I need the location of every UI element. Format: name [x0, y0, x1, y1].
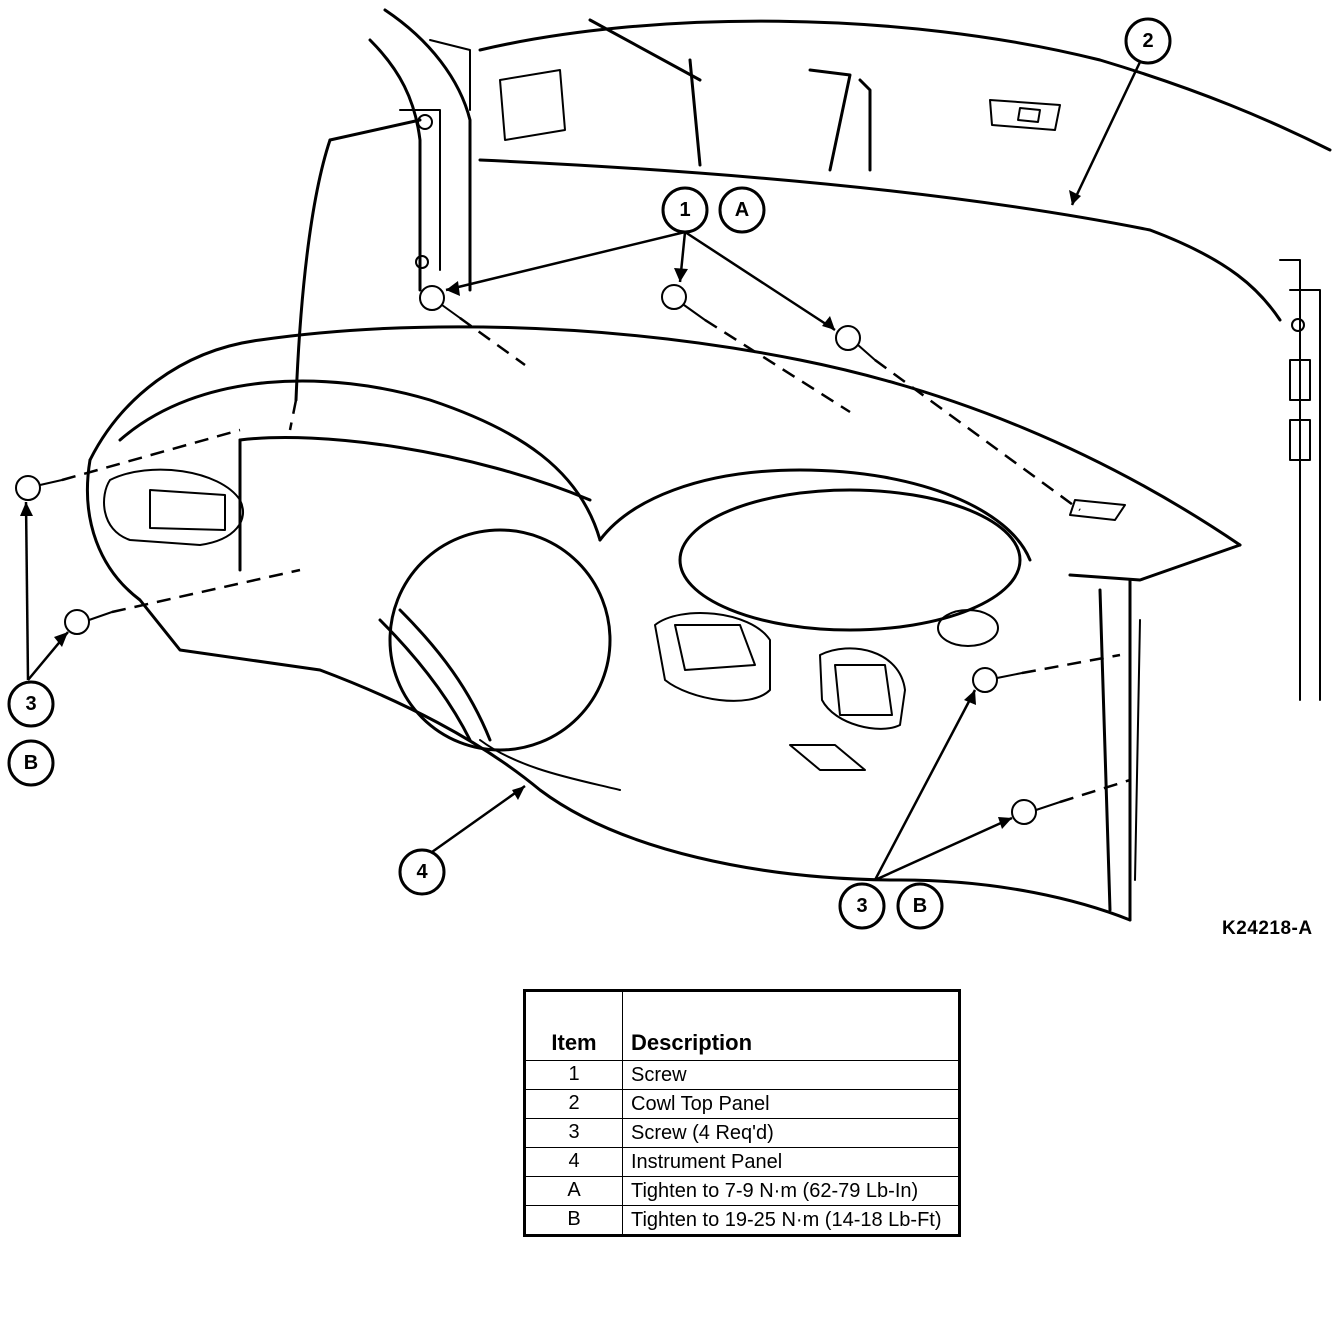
callout-3-right: 3	[838, 882, 886, 930]
svg-text:B: B	[913, 895, 927, 917]
instrument-panel-illustration: 1 A 2 3 B 4 3 B	[7, 8, 1332, 930]
screw-1-right	[835, 325, 876, 361]
callout-3-left: 3	[7, 680, 55, 728]
instrument-panel-body	[85, 325, 1242, 922]
svg-text:1: 1	[679, 199, 690, 221]
svg-text:3: 3	[25, 693, 36, 715]
legend-description: Screw	[622, 1060, 960, 1090]
legend-item: 1	[524, 1060, 623, 1090]
arrowheads	[20, 190, 1081, 829]
screw-3-right-upper	[972, 667, 1023, 693]
screw-3-left-lower	[64, 609, 113, 635]
screw-1-center	[661, 284, 706, 321]
legend-header-item: Item	[524, 990, 623, 1061]
svg-text:2: 2	[1142, 30, 1153, 52]
screw-3-right-lower	[1011, 799, 1061, 825]
legend-description: Tighten to 7-9 N·m (62-79 Lb-In)	[622, 1176, 960, 1206]
callout-2: 2	[1124, 17, 1172, 65]
legend-table: Item Description 1 Screw 2 Cowl Top Pane…	[523, 989, 961, 1237]
legend-item: 4	[524, 1147, 623, 1177]
legend-row: 1 Screw	[524, 1060, 960, 1090]
legend-description: Screw (4 Req'd)	[622, 1118, 960, 1148]
legend-description: Tighten to 19-25 N·m (14-18 Lb-Ft)	[622, 1205, 960, 1236]
screw-1-left	[419, 285, 461, 319]
legend-header-description: Description	[622, 990, 960, 1061]
legend-item: A	[524, 1176, 623, 1206]
callout-1: 1	[661, 186, 709, 234]
callout-leaders	[24, 61, 1142, 882]
callout-4: 4	[398, 848, 446, 896]
legend-item: B	[524, 1205, 623, 1236]
legend-row: 2 Cowl Top Panel	[524, 1089, 960, 1119]
legend-item: 3	[524, 1118, 623, 1148]
svg-text:3: 3	[856, 895, 867, 917]
legend-row: 4 Instrument Panel	[524, 1147, 960, 1177]
callout-B-right: B	[896, 882, 944, 930]
svg-text:B: B	[24, 752, 38, 774]
legend-row: A Tighten to 7-9 N·m (62-79 Lb-In)	[524, 1176, 960, 1206]
legend-description: Instrument Panel	[622, 1147, 960, 1177]
svg-text:4: 4	[416, 861, 428, 883]
screw-3-left-upper	[15, 475, 63, 501]
left-a-pillar	[294, 8, 472, 402]
legend-row: B Tighten to 19-25 N·m (14-18 Lb-Ft)	[524, 1205, 960, 1236]
legend-header-row: Item Description	[524, 990, 960, 1061]
callout-B-left: B	[7, 739, 55, 787]
cowl-top-panel	[478, 18, 1332, 701]
legend-row: 3 Screw (4 Req'd)	[524, 1118, 960, 1148]
svg-text:A: A	[735, 199, 749, 221]
callout-A-top: A	[718, 186, 766, 234]
legend-item: 2	[524, 1089, 623, 1119]
legend-description: Cowl Top Panel	[622, 1089, 960, 1119]
figure-id: K24218-A	[1222, 918, 1313, 939]
alignment-guides	[61, 316, 1131, 804]
